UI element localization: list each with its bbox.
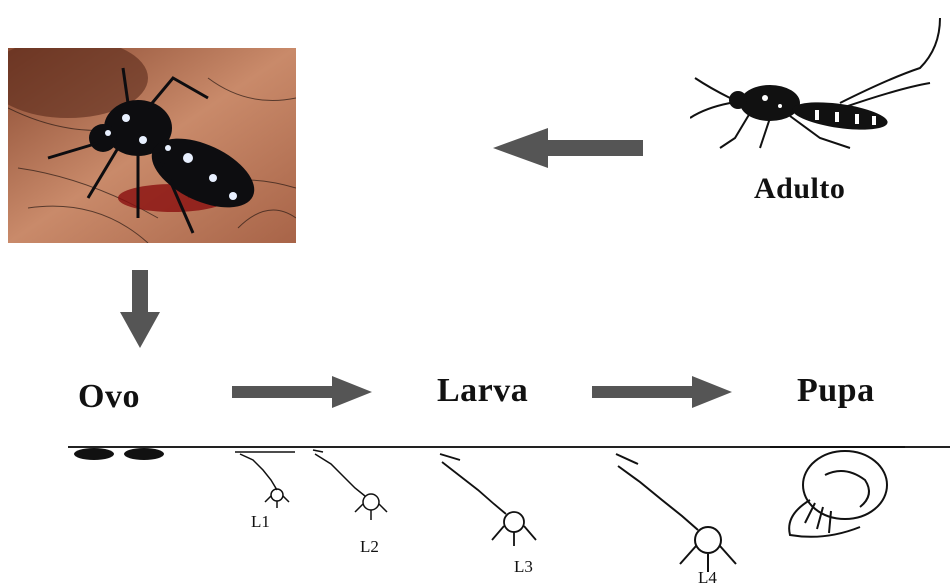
- larva-l3-illustration: [420, 450, 550, 550]
- eggs-illustration: [72, 447, 172, 465]
- larva-l4-illustration: [588, 450, 748, 575]
- adult-mosquito-illustration: [690, 8, 945, 158]
- arrow-right-egg-to-larva: [232, 376, 372, 408]
- instar-label-l3: L3: [514, 557, 533, 577]
- mosquito-photo: [8, 48, 296, 243]
- stage-label-adult: Adulto: [754, 172, 845, 206]
- stage-label-egg: Ovo: [78, 378, 140, 416]
- arrow-down: [120, 270, 160, 348]
- arrow-right-larva-to-pupa: [592, 376, 732, 408]
- larva-l1-illustration: [225, 450, 305, 510]
- pupa-illustration: [765, 445, 915, 545]
- instar-label-l2: L2: [360, 537, 379, 557]
- instar-label-l4: L4: [698, 568, 717, 588]
- stage-label-pupa: Pupa: [797, 372, 875, 410]
- arrow-left: [493, 128, 643, 168]
- instar-label-l1: L1: [251, 512, 270, 532]
- larva-l2-illustration: [303, 448, 398, 523]
- stage-label-larva: Larva: [437, 372, 528, 410]
